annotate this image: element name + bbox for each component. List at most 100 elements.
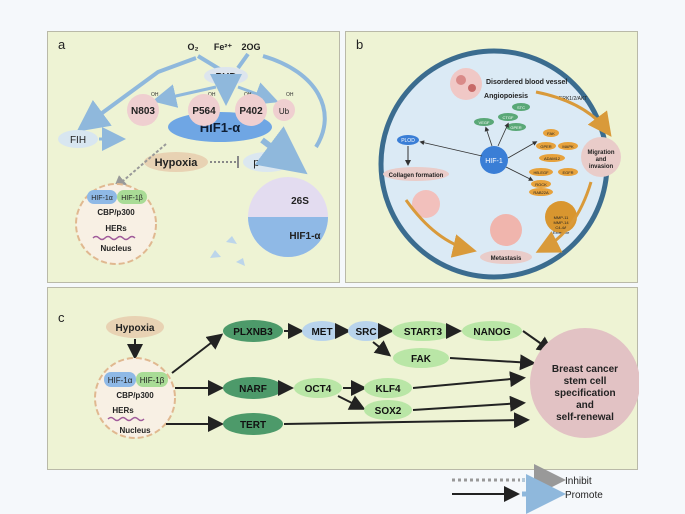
disordered-label: Disordered blood vessel: [486, 79, 567, 86]
gper-label-2: GPER: [540, 144, 551, 149]
fih-label: FIH: [70, 135, 86, 146]
fak-node: [393, 348, 449, 368]
rock-node: [531, 180, 551, 188]
oct4-label: OCT4: [305, 384, 332, 395]
tert-label: TERT: [240, 420, 266, 431]
met-node: [302, 321, 342, 341]
c-hif1b-box: [136, 372, 168, 387]
src-label: SRC: [355, 327, 376, 338]
adam-label: ADAM12: [544, 156, 561, 161]
start3-label: START3: [404, 327, 443, 338]
narf-node: [223, 377, 283, 399]
arrow-hif1-right: [507, 141, 538, 159]
stc-label: STC: [517, 105, 525, 110]
gper-node-2: [536, 142, 556, 150]
p402-label: P402: [239, 106, 263, 117]
c-hypoxia-ellipse: [106, 316, 164, 338]
p564-circle: [188, 94, 220, 126]
outcome-circle: [530, 328, 639, 438]
collagen-label: Collagen formation: [389, 173, 444, 179]
nuc-hif1b-box: [117, 190, 147, 204]
arrow-o2-phd: [196, 54, 223, 72]
panel-c: c Hypoxia HIF-1α HIF-1β CBP/p300 HERs Nu…: [47, 287, 639, 470]
panel-b-label: b: [356, 37, 364, 52]
c-hif1b-label: HIF-1β: [140, 376, 165, 385]
vegf-node: [474, 118, 494, 126]
fih-ellipse: [58, 130, 98, 148]
c-hers-label: HERs: [112, 406, 134, 415]
oh-label-4: OH: [286, 92, 294, 98]
plxnb3-label: PLXNB3: [233, 327, 273, 338]
start3-node: [392, 321, 454, 341]
n803-circle: [127, 94, 159, 126]
c-hif1a-box: [104, 372, 136, 387]
arrow-collagen-metastasis: [404, 199, 477, 258]
mapk-label: MAPK: [562, 144, 574, 149]
c-arrow-sox2-outcome: [412, 395, 526, 412]
arrow-curve-right: [262, 54, 327, 149]
oct4-node: [294, 378, 342, 398]
arrow-phd-n803: [152, 84, 217, 108]
metastasis-ellipse: [480, 250, 532, 264]
degraded-hif1a-label: HIF1-α: [289, 231, 321, 242]
panel-b-diagram: Disordered blood vessel Angiopoiesis VEG…: [378, 48, 621, 280]
fe-label: Fe²⁺: [214, 42, 233, 52]
arrow-hif1-ctgf: [497, 122, 509, 147]
klf4-label: KLF4: [376, 384, 401, 395]
nuc-nucleus-label: Nucleus: [100, 244, 132, 253]
nuc-hif1b-label: HIF-1β: [121, 195, 143, 202]
nanog-label: NANOG: [473, 327, 510, 338]
c-arrow-src-fak: [372, 340, 392, 357]
fragment-1: [226, 236, 237, 244]
phd-label: PHD: [215, 72, 236, 83]
nuc-hif1a-label: HIF-1α: [91, 195, 113, 202]
c-dna-icon: [107, 416, 145, 422]
arrow-angio-migration: [535, 90, 612, 137]
fragment-2: [210, 250, 221, 258]
pvhl-label: pVHL: [253, 157, 281, 169]
n803-label: N803: [131, 106, 155, 117]
plod-node: [397, 135, 419, 145]
vessel-dot-1: [456, 75, 466, 85]
hif1-node: [480, 146, 508, 174]
panel-c-label: c: [58, 310, 65, 325]
arrow-migration-metastasis: [535, 181, 593, 253]
arrow-hif1-vegf: [484, 126, 493, 147]
p564-label: P564: [192, 106, 216, 117]
2og-label: 2OG: [241, 42, 260, 52]
vessel-icon: [450, 68, 482, 100]
adam-node: [539, 154, 565, 162]
oh-label-2: OH: [208, 92, 216, 98]
proteasome-label: 26S: [291, 196, 309, 207]
hif1-label: HIF-1: [485, 158, 503, 165]
mapk-node: [558, 142, 578, 150]
klf4-node: [364, 378, 412, 398]
c-arrow-oct4-sox2: [337, 395, 366, 410]
hbegf-label: HB-EGF: [533, 170, 549, 175]
c-cbp-label: CBP/p300: [116, 391, 154, 400]
c-hypoxia-label: Hypoxia: [116, 323, 155, 334]
panel-a-label: a: [58, 37, 66, 52]
sox2-label: SOX2: [375, 406, 402, 417]
rab-node: [529, 188, 553, 196]
arrow-to-fih: [76, 56, 197, 132]
p402-circle: [235, 94, 267, 126]
rab-label: RAB22A: [533, 190, 549, 195]
proteasome-bottom: [248, 217, 328, 257]
dna-icon: [92, 235, 136, 241]
arrow-to-nucleus: [112, 143, 167, 190]
fak-label: FAK: [411, 354, 432, 365]
arrow-hif1-plod: [419, 140, 483, 157]
hypoxia-label: Hypoxia: [155, 157, 199, 169]
tert-node: [223, 413, 283, 435]
fak-label: FAK: [547, 131, 555, 136]
metastasis-label: Metastasis: [491, 256, 522, 262]
c-arrow-tert-outcome: [283, 412, 530, 429]
sox2-node: [364, 400, 412, 420]
gper-label-1: GPER: [510, 125, 521, 130]
metastasis-cells-icon: [490, 214, 522, 246]
collagen-cell-icon: [412, 190, 440, 218]
arrow-phd-p402: [237, 82, 279, 105]
